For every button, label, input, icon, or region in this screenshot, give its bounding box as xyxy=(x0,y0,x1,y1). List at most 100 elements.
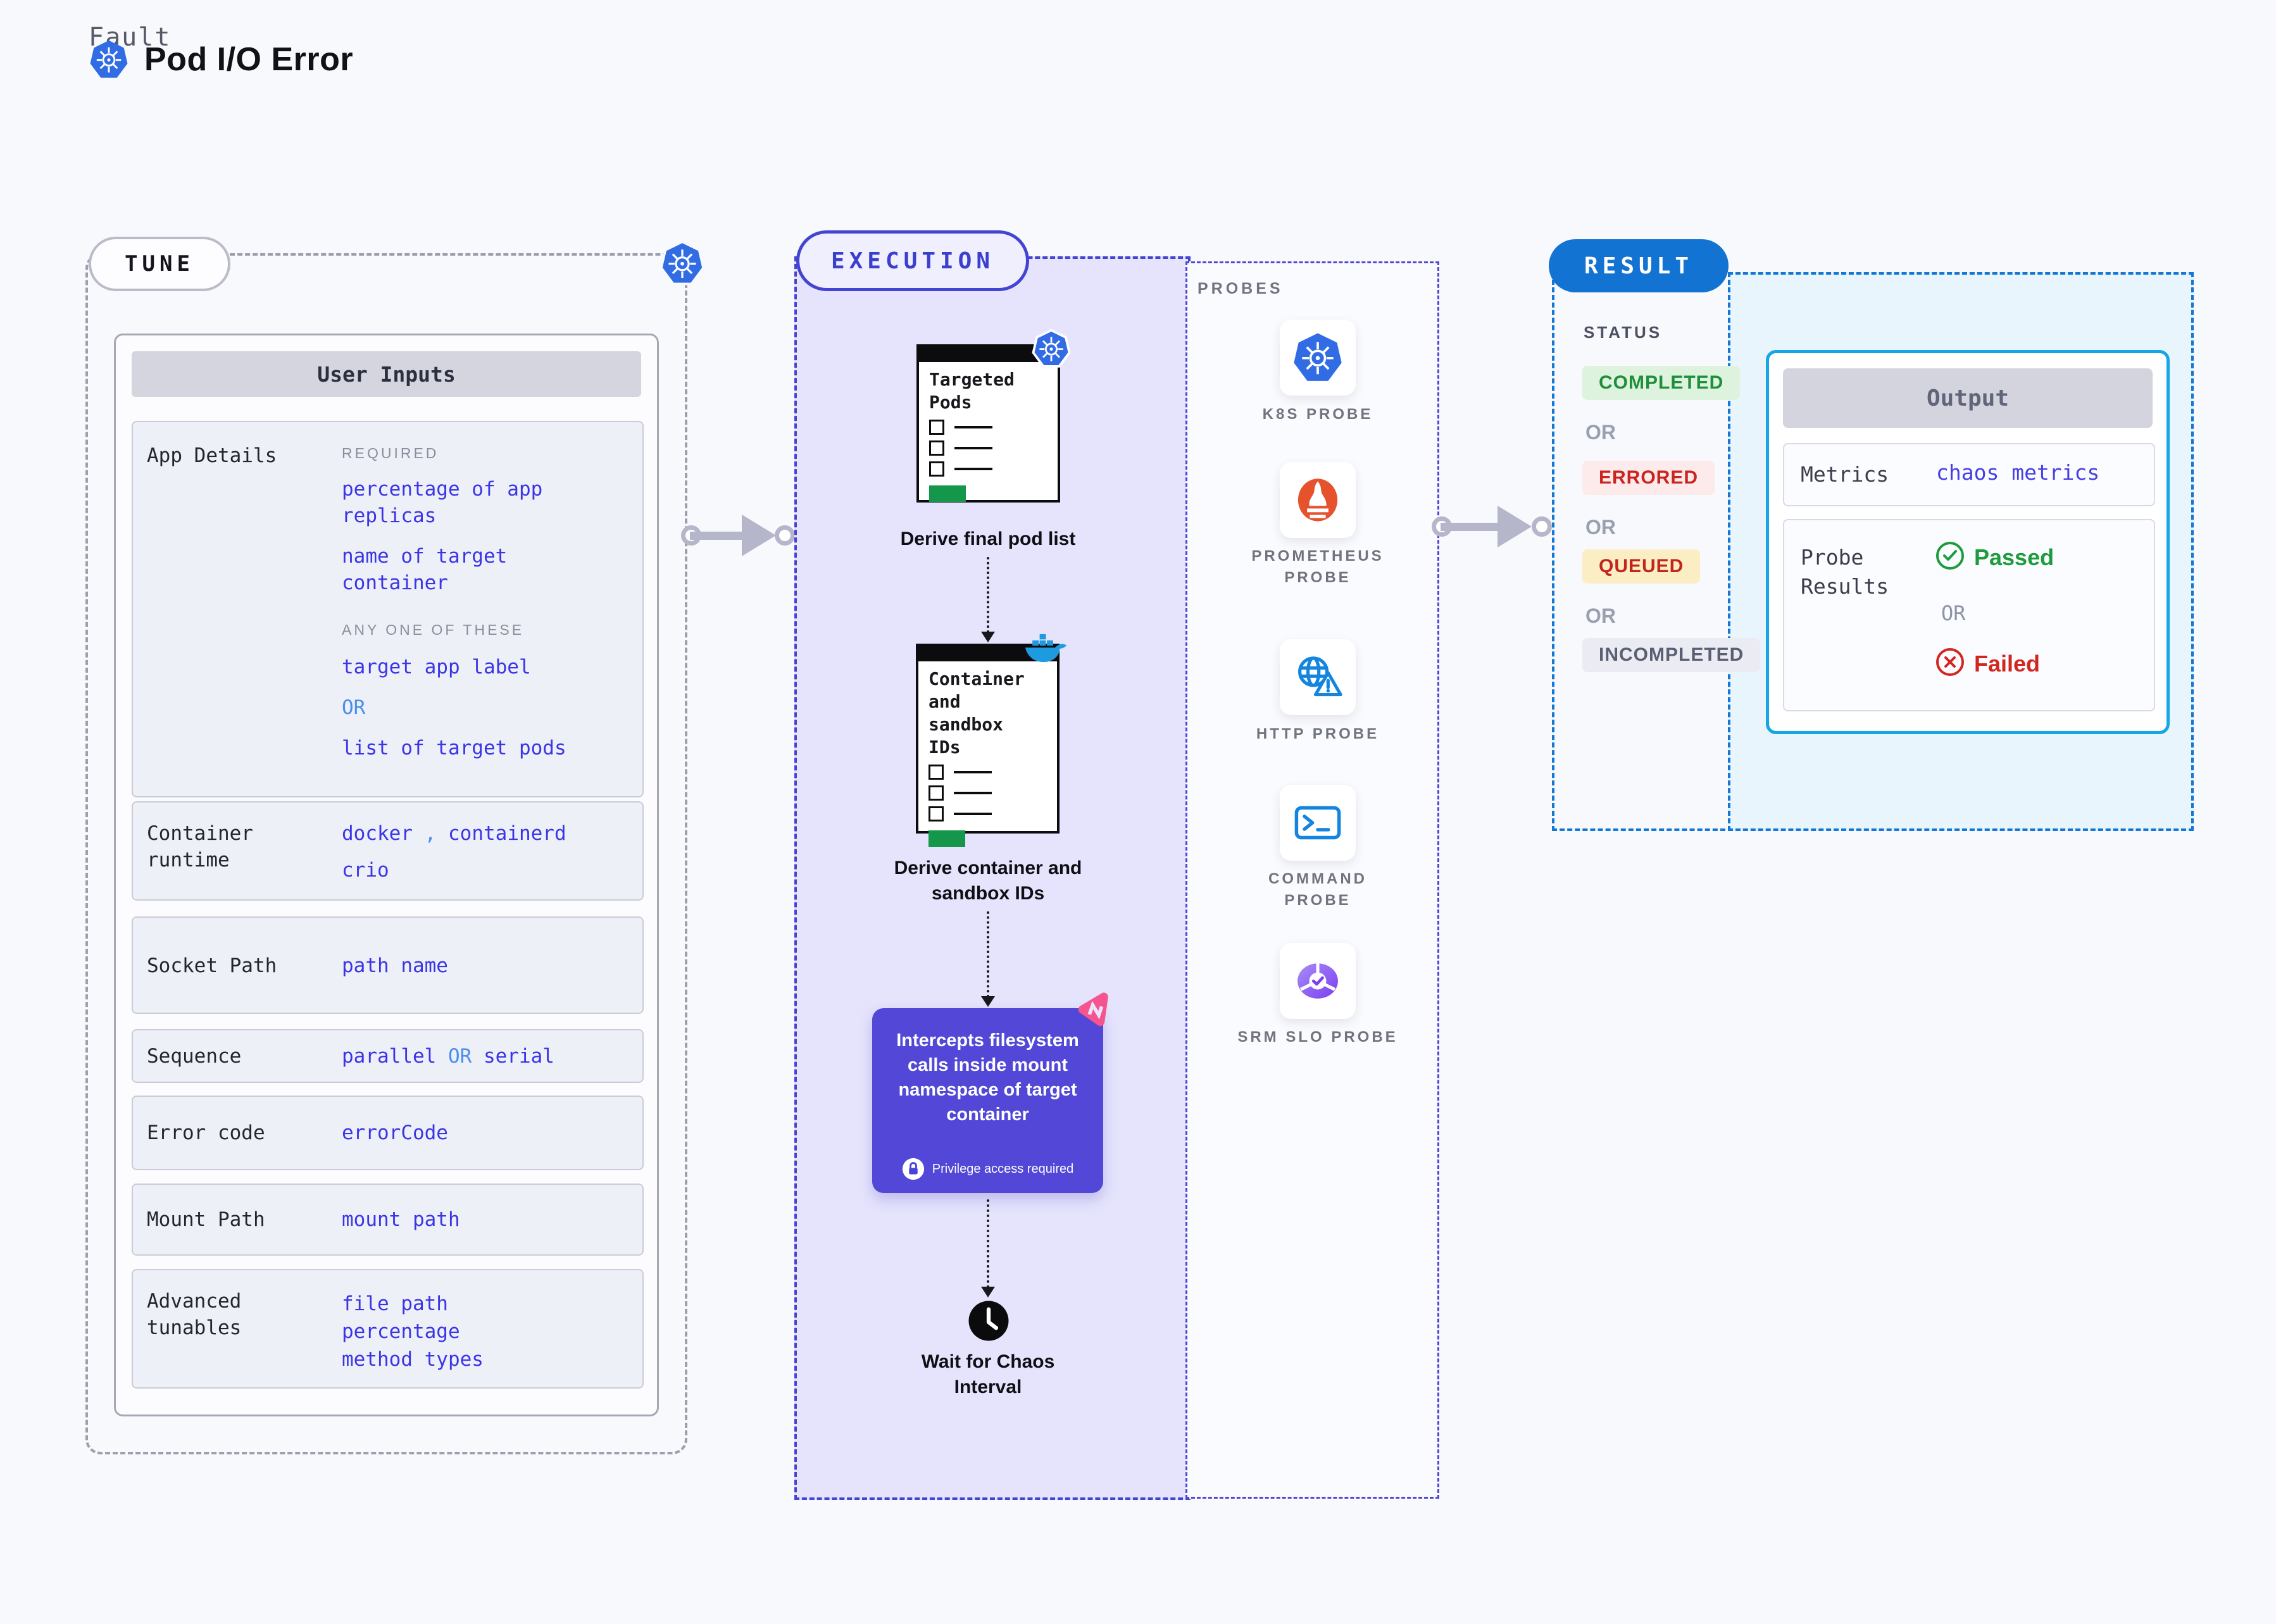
row-label: Advanced tunables xyxy=(147,1290,242,1339)
flow-connector xyxy=(987,1199,989,1288)
card-title: Container and sandbox IDs xyxy=(929,668,1025,758)
kubernetes-icon xyxy=(1292,332,1344,384)
status-badge-queued: QUEUED xyxy=(1582,549,1701,584)
failed-label: Failed xyxy=(1974,651,2041,677)
input-value: path name xyxy=(342,954,448,977)
input-value: crio xyxy=(342,859,389,882)
probe-label: COMMAND PROBE xyxy=(1268,870,1367,909)
progress-bar xyxy=(929,830,965,847)
input-value: name of target container xyxy=(342,545,508,594)
row-container-runtime: Container runtime docker , containerd cr… xyxy=(132,801,644,901)
row-app-details: App Details REQUIRED percentage of app r… xyxy=(132,421,644,797)
input-value: file path xyxy=(342,1292,448,1315)
any-one-heading: ANY ONE OF THESE xyxy=(342,621,525,638)
intercept-box: Intercepts filesystem calls inside mount… xyxy=(872,1008,1103,1193)
flow-connector xyxy=(987,911,989,997)
or-text: OR xyxy=(1585,421,1616,444)
probe-label: SRM SLO PROBE xyxy=(1237,1028,1398,1046)
passed-label: Passed xyxy=(1974,544,2054,570)
checkbox-row xyxy=(929,461,1058,477)
checkbox-row xyxy=(929,420,1058,435)
user-inputs-title: User Inputs xyxy=(132,351,641,397)
row-socket-path: Socket Path path name xyxy=(132,916,644,1014)
slo-pie-check-icon xyxy=(1291,954,1344,1008)
checkbox-row xyxy=(929,785,1057,801)
probe-card xyxy=(1280,462,1356,538)
or-text: OR xyxy=(1585,516,1616,539)
input-value: percentage xyxy=(342,1320,460,1343)
progress-bar xyxy=(929,485,966,502)
input-value: target app label xyxy=(342,656,531,678)
status-badge-errored: ERRORED xyxy=(1582,461,1715,495)
kubernetes-icon xyxy=(1032,329,1071,368)
status-badge-incompleted: INCOMPLETED xyxy=(1582,638,1761,672)
probe-label: PROMETHEUS PROBE xyxy=(1251,547,1384,586)
probe-label: HTTP PROBE xyxy=(1256,725,1380,742)
checkbox-row xyxy=(929,765,1057,780)
probes-heading: PROBES xyxy=(1197,280,1284,297)
tune-section xyxy=(85,253,687,1454)
row-error-code: Error code errorCode xyxy=(132,1096,644,1170)
input-value: mount path xyxy=(342,1208,460,1231)
or-text: OR xyxy=(1941,601,1966,625)
row-sequence: Sequence parallel OR serial xyxy=(132,1029,644,1083)
docker-icon xyxy=(1023,630,1071,666)
row-mount-path: Mount Path mount path xyxy=(132,1184,644,1256)
arrow-down-icon xyxy=(981,1287,995,1297)
step-caption: Derive container and sandbox IDs xyxy=(894,858,1082,904)
probe-results-row: Probe Results Passed OR Failed xyxy=(1783,519,2155,711)
prometheus-icon xyxy=(1291,473,1344,527)
terminal-icon xyxy=(1291,796,1344,849)
metrics-value: chaos metrics xyxy=(1936,460,2100,485)
row-label: Socket Path xyxy=(147,954,277,977)
input-value: parallel xyxy=(342,1045,437,1068)
checkbox-row xyxy=(929,440,1058,456)
input-value: docker xyxy=(342,822,413,845)
row-advanced-tunables: Advanced tunables file path percentage m… xyxy=(132,1269,644,1389)
intercept-text: Intercepts filesystem calls inside mount… xyxy=(896,1030,1079,1125)
step-caption: Wait for Chaos Interval xyxy=(921,1351,1055,1397)
status-heading: STATUS xyxy=(1584,323,1663,342)
probe-card xyxy=(1280,639,1356,715)
kubernetes-icon xyxy=(660,240,705,286)
tune-pill: TUNE xyxy=(89,237,230,291)
input-value: containerd xyxy=(448,822,566,845)
input-value: serial xyxy=(483,1045,554,1068)
row-label: Container runtime xyxy=(147,822,253,871)
kubernetes-icon xyxy=(89,39,129,80)
container-sandbox-ids-card: Container and sandbox IDs xyxy=(916,644,1060,847)
probe-card xyxy=(1280,320,1356,396)
lock-icon xyxy=(902,1158,925,1180)
row-label: Sequence xyxy=(147,1045,242,1068)
input-value: percentage of app replicas xyxy=(342,478,543,527)
arrow-probes-to-result xyxy=(1432,506,1552,547)
probe-results-label: Probe Results xyxy=(1801,545,1889,599)
input-value: method types xyxy=(342,1348,484,1371)
probe-card xyxy=(1280,943,1356,1019)
status-badge-completed: COMPLETED xyxy=(1582,366,1741,400)
page-title: Pod I/O Error xyxy=(144,41,354,78)
card-title: Targeted Pods xyxy=(929,369,1015,413)
row-label: Mount Path xyxy=(147,1208,265,1231)
http-globe-warning-icon xyxy=(1291,650,1345,704)
input-value: list of target pods xyxy=(342,737,566,759)
clock-icon xyxy=(966,1299,1011,1343)
failed-x-icon xyxy=(1935,647,1965,677)
required-heading: REQUIRED xyxy=(342,445,439,461)
metrics-label: Metrics xyxy=(1801,462,1889,487)
execution-pill: EXECUTION xyxy=(796,230,1029,291)
step-caption: Derive final pod list xyxy=(900,528,1076,549)
result-pill: RESULT xyxy=(1549,239,1729,292)
user-inputs-panel: User Inputs App Details REQUIRED percent… xyxy=(114,334,659,1416)
checkbox-row xyxy=(929,806,1057,821)
page-header: Pod I/O Error xyxy=(89,39,353,80)
arrow-down-icon xyxy=(981,996,995,1007)
probe-label: K8S PROBE xyxy=(1262,406,1373,423)
row-label: App Details xyxy=(147,444,277,467)
flow-connector xyxy=(987,557,989,633)
probe-card xyxy=(1280,785,1356,861)
arrow-tune-to-execution xyxy=(681,515,795,556)
chaos-pink-badge-icon xyxy=(1072,989,1115,1032)
or-text: OR xyxy=(447,1045,472,1068)
arrow-down-icon xyxy=(981,632,995,642)
